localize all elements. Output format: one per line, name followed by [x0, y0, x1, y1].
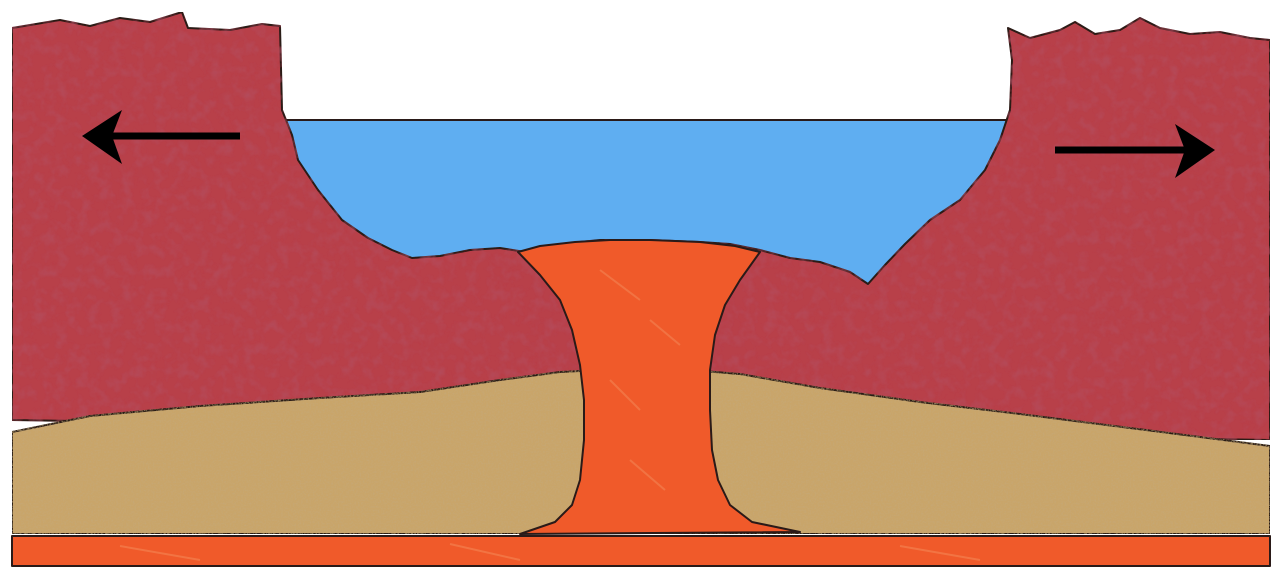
magma-base — [12, 536, 1270, 566]
